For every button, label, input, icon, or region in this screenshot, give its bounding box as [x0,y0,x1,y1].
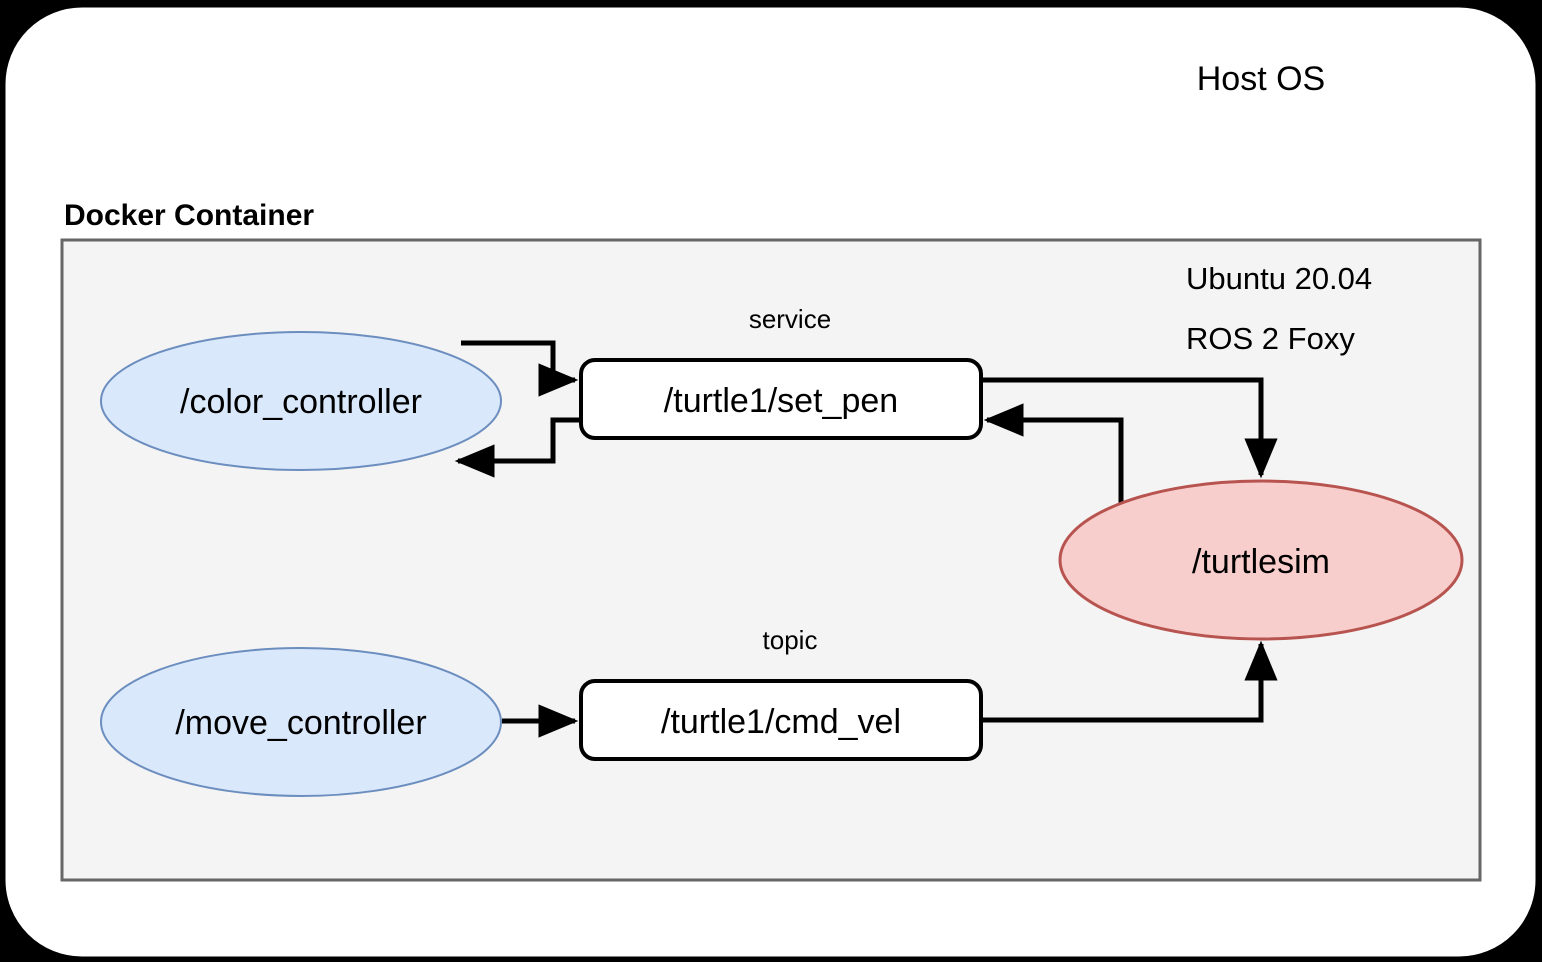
node-turtlesim[interactable]: /turtlesim [1058,479,1464,641]
edge-color-controller-to-set-pen [461,340,579,397]
move-controller-label: /move_controller [175,704,426,742]
topic-edge-label: topic [763,625,818,655]
color-controller-shape [100,331,502,471]
edge-turtlesim-to-set-pen [983,403,1124,505]
cmd-vel-shape [579,679,983,761]
set-pen-label: /turtle1/set_pen [664,382,898,420]
container-os-label: Ubuntu 20.04 [1186,261,1372,296]
edge-cmd-vel-to-turtlesim [981,640,1278,723]
service-edge-label: service [749,304,831,334]
node-cmd-vel[interactable]: /turtle1/cmd_vel [579,679,983,761]
turtlesim-label: /turtlesim [1192,543,1330,581]
node-move-controller[interactable]: /move_controller [100,647,502,797]
docker-container-title: Docker Container [64,199,314,232]
color-controller-label: /color_controller [180,383,422,421]
cmd-vel-label: /turtle1/cmd_vel [661,703,901,741]
node-color-controller[interactable]: /color_controller [100,331,502,471]
host-os-label: Host OS [1197,60,1325,98]
set-pen-shape [579,358,983,440]
node-set-pen[interactable]: /turtle1/set_pen [579,358,983,440]
container-ros-label: ROS 2 Foxy [1186,321,1355,356]
edge-set-pen-to-color-controller [454,417,581,478]
edge-set-pen-to-turtlesim [981,377,1278,479]
turtlesim-shape [1058,479,1464,641]
move-controller-shape [100,647,502,797]
